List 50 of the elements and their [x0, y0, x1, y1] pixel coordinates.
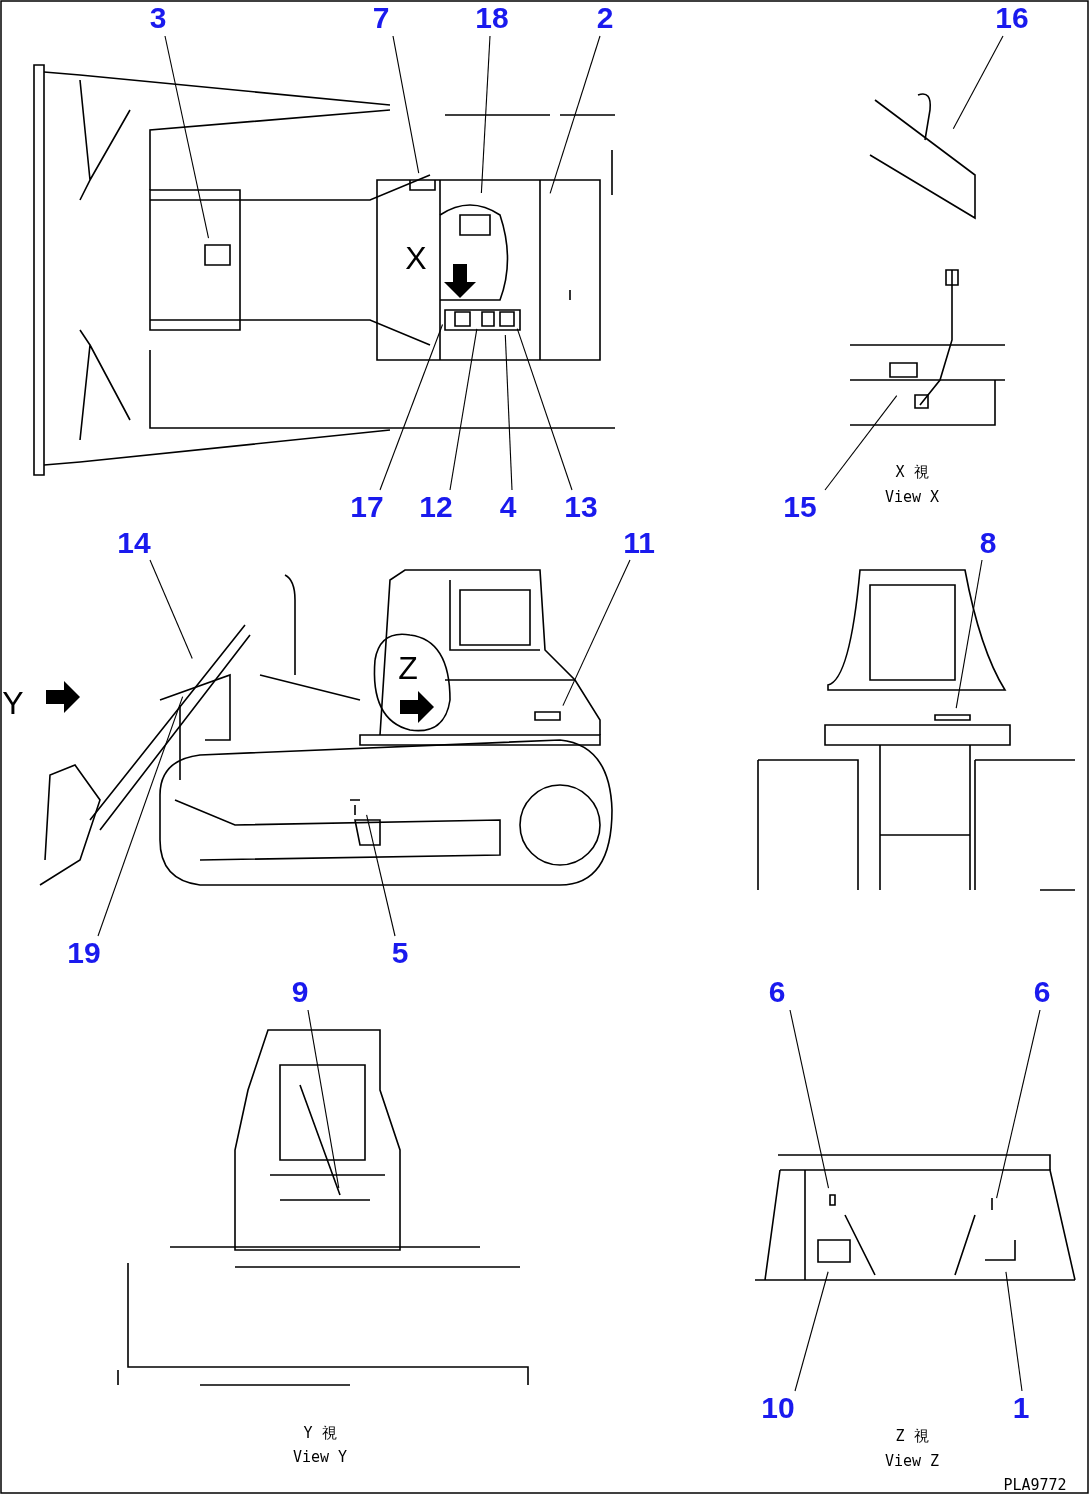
view-caption: View Z — [884, 1452, 940, 1470]
view-marker-letter: Z — [398, 649, 418, 687]
callout-number: 1 — [1012, 1392, 1030, 1424]
leader-line — [955, 559, 983, 709]
callout-number: 5 — [391, 937, 409, 969]
leader-line — [516, 328, 573, 491]
leader-line — [996, 1009, 1041, 1199]
leader-line — [379, 324, 444, 491]
callout-number: 16 — [995, 2, 1029, 34]
view-caption: View X — [884, 488, 940, 506]
view-caption: X 視 — [895, 462, 929, 482]
view-caption: Z 視 — [895, 1426, 929, 1446]
callout-number: 17 — [350, 491, 384, 523]
view-caption: Y 視 — [303, 1423, 337, 1443]
leader-line — [366, 814, 396, 937]
leader-line — [562, 559, 631, 707]
callout-number: 4 — [499, 491, 517, 523]
view-marker-letter: X — [405, 239, 427, 277]
callout-number: 2 — [596, 2, 614, 34]
leader-line — [480, 35, 491, 194]
leader-line — [307, 1009, 340, 1189]
callout-number: 6 — [768, 976, 786, 1008]
callout-number: 9 — [291, 976, 309, 1008]
leader-line — [164, 35, 210, 239]
leader-line — [149, 559, 193, 660]
leader-line — [952, 35, 1004, 130]
leader-line — [549, 35, 601, 194]
callout-number: 3 — [149, 2, 167, 34]
leader-line — [449, 328, 478, 491]
leader-line — [794, 1271, 829, 1392]
callout-number: 15 — [783, 491, 817, 523]
callout-number: 8 — [979, 527, 997, 559]
leader-line — [1005, 1271, 1023, 1392]
leader-line — [824, 395, 898, 491]
view-marker-letter: Y — [2, 684, 24, 722]
leader-line — [789, 1009, 830, 1189]
callout-number: 19 — [67, 937, 101, 969]
drawing-number: PLA9772 — [1003, 1476, 1067, 1494]
callout-number: 7 — [372, 2, 390, 34]
callout-number: 6 — [1033, 976, 1051, 1008]
callout-number: 14 — [117, 527, 151, 559]
leader-line — [97, 696, 184, 937]
callout-number: 18 — [475, 2, 509, 34]
view-caption: View Y — [292, 1448, 348, 1466]
leader-line — [392, 35, 420, 174]
callout-number: 12 — [419, 491, 453, 523]
callout-number: 10 — [761, 1392, 795, 1424]
callout-number: 13 — [564, 491, 598, 523]
leader-line — [504, 334, 513, 491]
callout-number: 11 — [623, 527, 655, 559]
